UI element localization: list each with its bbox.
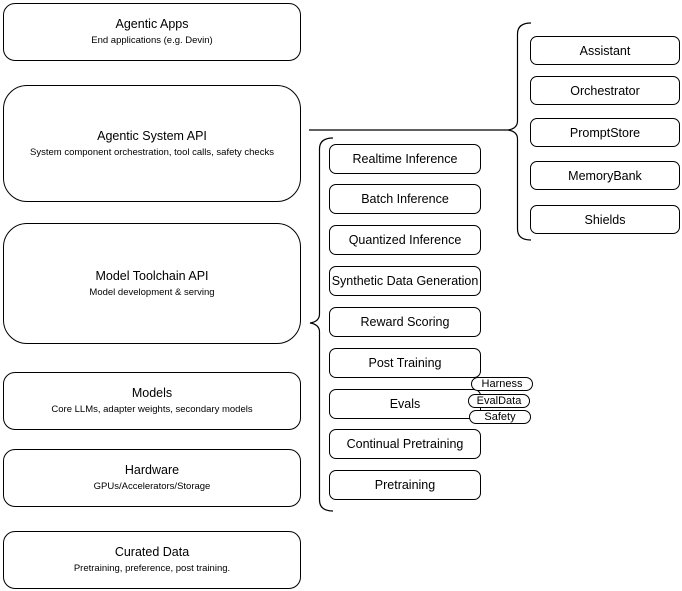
- component-promptstore: PromptStore: [530, 118, 680, 147]
- service-label: Synthetic Data Generation: [331, 274, 479, 288]
- layer-subtitle: Core LLMs, adapter weights, secondary mo…: [51, 404, 253, 415]
- component-label: Assistant: [579, 43, 631, 58]
- layer-subtitle: GPUs/Accelerators/Storage: [93, 481, 211, 492]
- service-synthetic-data-generation: Synthetic Data Generation: [329, 266, 481, 296]
- service-quantized-inference: Quantized Inference: [329, 225, 481, 255]
- component-memorybank: MemoryBank: [530, 161, 680, 190]
- component-label: Orchestrator: [570, 83, 640, 98]
- layer-title: Agentic Apps: [115, 17, 189, 31]
- service-evals: Evals: [329, 389, 481, 419]
- service-label: Realtime Inference: [352, 152, 458, 166]
- tag-label: Harness: [481, 377, 523, 390]
- layer-title: Curated Data: [114, 545, 190, 559]
- toolchain-bracket: [309, 137, 334, 512]
- service-label: Post Training: [368, 356, 442, 370]
- layer-subtitle: Pretraining, preference, post training.: [73, 563, 231, 574]
- service-reward-scoring: Reward Scoring: [329, 307, 481, 337]
- service-label: Evals: [389, 397, 421, 411]
- service-batch-inference: Batch Inference: [329, 184, 481, 214]
- layer-subtitle: End applications (e.g. Devin): [91, 35, 213, 46]
- layer-agentic-apps: Agentic Apps End applications (e.g. Devi…: [3, 3, 301, 61]
- layer-models: Models Core LLMs, adapter weights, secon…: [3, 372, 301, 430]
- service-continual-pretraining: Continual Pretraining: [329, 429, 481, 459]
- layer-subtitle: System component orchestration, tool cal…: [30, 146, 274, 158]
- component-label: Shields: [584, 212, 626, 227]
- service-pretraining: Pretraining: [329, 470, 481, 500]
- layer-agentic-system-api: Agentic System API System component orch…: [3, 85, 301, 202]
- layer-title: Models: [131, 386, 173, 400]
- tag-label: Safety: [484, 410, 516, 423]
- layer-model-toolchain-api: Model Toolchain API Model development & …: [3, 223, 301, 344]
- component-label: PromptStore: [569, 125, 641, 140]
- service-label: Quantized Inference: [348, 233, 462, 247]
- service-label: Batch Inference: [361, 192, 449, 206]
- layer-title: Agentic System API: [97, 128, 207, 143]
- service-label: Continual Pretraining: [346, 437, 464, 451]
- service-label: Reward Scoring: [360, 315, 450, 329]
- layer-title: Hardware: [124, 463, 180, 477]
- layer-curated-data: Curated Data Pretraining, preference, po…: [3, 531, 301, 589]
- evals-tag-safety: Safety: [469, 410, 531, 424]
- service-realtime-inference: Realtime Inference: [329, 144, 481, 174]
- layer-hardware: Hardware GPUs/Accelerators/Storage: [3, 449, 301, 507]
- component-shields: Shields: [530, 205, 680, 234]
- evals-tag-harness: Harness: [471, 377, 533, 391]
- layer-title: Model Toolchain API: [95, 268, 209, 283]
- service-post-training: Post Training: [329, 348, 481, 378]
- component-label: MemoryBank: [568, 168, 642, 183]
- tag-label: EvalData: [476, 394, 522, 407]
- layer-subtitle: Model development & serving: [89, 286, 215, 298]
- service-label: Pretraining: [374, 478, 436, 492]
- component-orchestrator: Orchestrator: [530, 76, 680, 105]
- component-assistant: Assistant: [530, 36, 680, 65]
- evals-tag-evaldata: EvalData: [468, 394, 530, 408]
- components-bracket: [507, 22, 532, 241]
